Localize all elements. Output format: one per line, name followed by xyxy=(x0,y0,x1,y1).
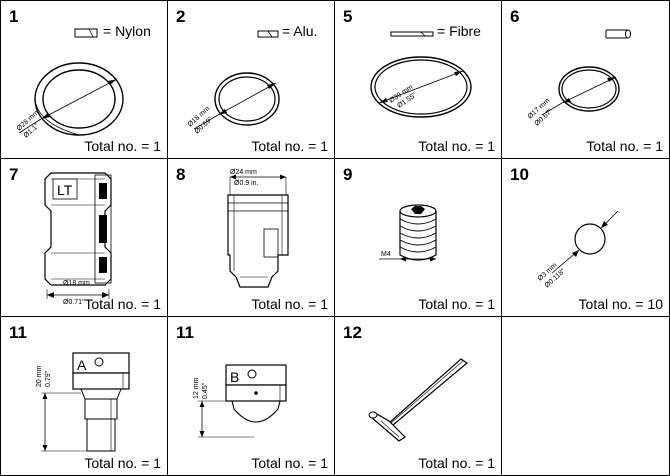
lt-fitting-drawing: LT Ø18 mm Ø0.71" xyxy=(44,172,112,306)
section-symbol-icon xyxy=(390,31,434,37)
total-count: Total no. = 1 xyxy=(586,138,663,154)
marker-dot-icon xyxy=(247,369,257,379)
empty-cell xyxy=(502,317,669,475)
part-cell-filter-holder: 8 Ø24 mm Ø0.9 in. Total no. = 1 xyxy=(168,159,335,317)
dim-mm-label: 20 mm xyxy=(36,365,43,387)
ring-outer xyxy=(370,56,472,118)
thread-label: M4 xyxy=(381,251,391,258)
part-number: 6 xyxy=(510,7,520,26)
ring-6-drawing: Ø17 mm Ø0.67" xyxy=(527,29,631,127)
part-number: 10 xyxy=(510,165,529,184)
part-cell-insert-a: 11 A 20 mm 0.79" Total no. = 1 xyxy=(1,317,168,475)
part-number: 5 xyxy=(343,7,353,26)
insert-a-drawing: A 20 mm 0.79" xyxy=(36,352,130,452)
total-count: Total no. = 1 xyxy=(251,138,328,154)
part-cell-lt-fitting: 7 LT Ø18 mm Ø0.71" Total no. = 1 xyxy=(1,159,168,317)
hex-key-drawing xyxy=(368,358,468,442)
ring-inner xyxy=(218,76,276,122)
part-number: 1 xyxy=(9,7,19,26)
part-number: 11 xyxy=(9,323,27,342)
part-number: 7 xyxy=(9,165,19,184)
insert-letter: A xyxy=(77,357,87,373)
material-label: = Nylon xyxy=(103,23,151,39)
nylon-ring-drawing: Ø28 mm Ø1.1" xyxy=(16,28,124,139)
dim-mm-label: Ø18 mm xyxy=(63,280,90,287)
ring-outer xyxy=(214,72,280,126)
marker-dot-icon xyxy=(94,357,104,367)
total-count: Total no. = 1 xyxy=(418,138,495,154)
part-cell-nylon-ring: 1 Ø28 mm Ø1.1" = Nylon Total no. = 1 xyxy=(1,1,168,159)
ring-inner xyxy=(42,69,116,129)
set-screw-drawing: M4 xyxy=(379,204,437,262)
ring-inner xyxy=(561,69,617,109)
filter-holder-drawing: Ø24 mm Ø0.9 in. xyxy=(227,169,289,288)
total-count: Total no. = 1 xyxy=(84,138,161,154)
cylinder-symbol-icon xyxy=(605,29,629,39)
ring-outer xyxy=(558,66,620,112)
part-number: 12 xyxy=(343,323,362,342)
hex-socket-icon xyxy=(411,206,425,214)
material-label: = Fibre xyxy=(437,23,481,39)
part-cell-alu-ring: 2 Ø18 mm Ø0.69" = Alu. Total no. = 1 xyxy=(168,1,335,159)
ring-inner xyxy=(374,59,468,115)
dim-in-label: Ø0.9 in. xyxy=(234,180,259,187)
ball-icon xyxy=(574,223,606,255)
total-count: Total no. = 1 xyxy=(84,296,161,312)
dim-mm-label: Ø24 mm xyxy=(230,169,257,176)
part-cell-hex-key: 12 Total no. = 1 xyxy=(335,317,502,475)
part-number: 8 xyxy=(176,165,186,184)
insert-letter: B xyxy=(230,369,239,385)
fibre-ring-drawing: Ø39 mm Ø1.55" xyxy=(370,31,472,118)
material-label: = Alu. xyxy=(282,23,318,39)
part-cell-ball: 10 Ø3 mm Ø0.118" Total no. = 10 xyxy=(502,159,669,317)
section-symbol-icon xyxy=(74,28,98,38)
dim-in-label: 0.79" xyxy=(45,370,52,387)
dim-in-label: 0.45" xyxy=(202,382,209,399)
part-number: 2 xyxy=(176,7,186,26)
part-cell-set-screw: 9 M4 Total no. = 1 xyxy=(335,159,502,317)
total-count: Total no. = 1 xyxy=(251,296,328,312)
hex-key-icon xyxy=(387,358,468,426)
part-cell-insert-b: 11 B 12 mm 0.45" Total no. = 1 xyxy=(168,317,335,475)
ball-drawing: Ø3 mm Ø0.118" xyxy=(537,210,619,289)
part-number: 11 xyxy=(176,323,194,342)
lt-label: LT xyxy=(57,182,73,198)
alu-ring-drawing: Ø18 mm Ø0.69" xyxy=(187,30,280,135)
total-count: Total no. = 1 xyxy=(84,455,161,471)
dim-mm-label: 12 mm xyxy=(193,377,200,399)
part-cell-fibre-ring: 5 Ø39 mm Ø1.55" = Fibre Total no. = 1 xyxy=(335,1,502,159)
total-count: Total no. = 1 xyxy=(418,296,495,312)
total-count: Total no. = 1 xyxy=(251,455,328,471)
dim-in-label: Ø0.71" xyxy=(63,299,85,306)
part-number: 9 xyxy=(343,165,353,184)
total-count: Total no. = 10 xyxy=(578,296,663,312)
section-symbol-icon xyxy=(257,30,279,38)
part-cell-ring-6: 6 Ø17 mm Ø0.67" Total no. = 1 xyxy=(502,1,669,159)
insert-b-drawing: B 12 mm 0.45" xyxy=(193,364,287,438)
total-count: Total no. = 1 xyxy=(418,455,495,471)
